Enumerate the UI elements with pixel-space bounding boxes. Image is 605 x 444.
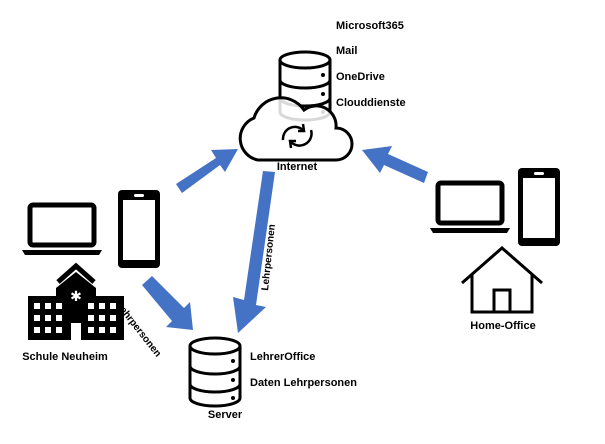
school-phone-icon [118, 190, 160, 268]
home-phone-icon [518, 168, 560, 246]
school-building-icon: ✱ [28, 262, 124, 340]
server-database-icon [188, 336, 242, 408]
house-icon [461, 246, 543, 314]
server-item-daten: Daten Lehrpersonen [250, 377, 357, 389]
sync-icon [281, 123, 313, 149]
service-clouddienste: Clouddienste [336, 97, 406, 109]
arrow-internet-to-server [233, 171, 275, 333]
school-laptop-icon [22, 205, 102, 255]
service-onedrive: OneDrive [336, 71, 385, 83]
server-label: Server [207, 409, 243, 421]
arrow-school-to-internet [176, 149, 238, 193]
service-microsoft365: Microsoft365 [336, 20, 404, 32]
server-item-lehreroffice: LehrerOffice [250, 351, 316, 363]
home-laptop-icon [430, 183, 510, 233]
svg-text:✱: ✱ [70, 289, 82, 305]
arrow-home-to-internet [362, 146, 428, 183]
service-mail: Mail [336, 45, 358, 57]
cloud-icon [238, 96, 354, 162]
arrows [142, 146, 428, 333]
internet-label: Internet [276, 161, 318, 173]
arrow-school-to-server [142, 276, 193, 330]
school-label: Schule Neuheim [22, 351, 108, 363]
home-office-label: Home-Office [470, 320, 536, 332]
